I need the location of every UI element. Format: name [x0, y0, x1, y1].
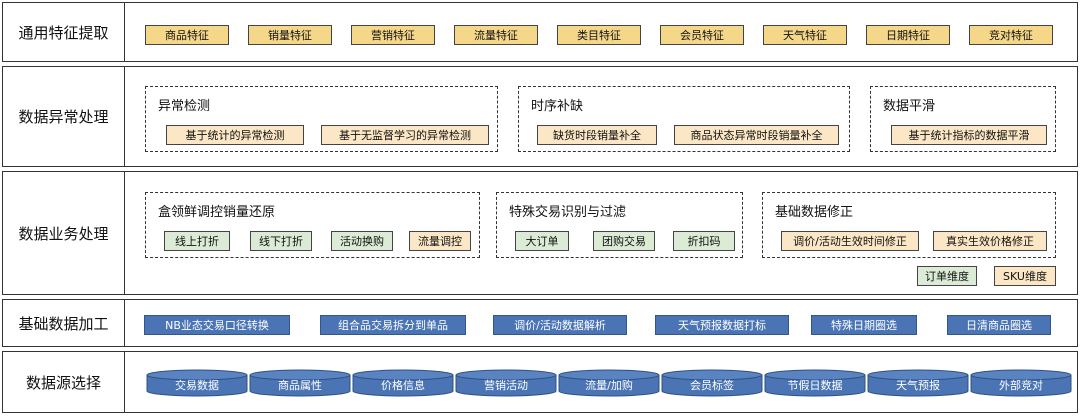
processing-chip: 特殊日期圈选 [811, 315, 917, 335]
data-source-label: 流量/加购 [585, 379, 633, 392]
layer-label: 通用特征提取 [3, 3, 125, 61]
method-chip: 缺货时段销量补全 [537, 125, 657, 145]
feature-chip: 天气特征 [763, 25, 847, 45]
feature-chip: 竞对特征 [969, 25, 1053, 45]
feature-chips: 商品特征 销量特征 营销特征 流量特征 类目特征 会员特征 天气特征 日期特征 … [125, 3, 1077, 61]
processing-chip: NB业态交易口径转换 [144, 315, 290, 335]
data-source-cylinder: 外部竞对 [970, 369, 1072, 397]
group-title: 基础数据修正 [775, 205, 854, 220]
data-source-cylinder: 节假日数据 [764, 369, 866, 397]
group-data-smoothing: 数据平滑 基于统计指标的数据平滑 [870, 86, 1056, 152]
method-chip: 商品状态异常时段销量补全 [674, 125, 839, 145]
processing-chip: 天气预报数据打标 [655, 315, 789, 335]
source-cylinders: 交易数据 商品属性 价格信息 营销活动 流量/加购 会员标签 节假日数据 天气 [125, 352, 1077, 412]
feature-chip: 日期特征 [866, 25, 950, 45]
layer-feature-extraction: 通用特征提取 商品特征 销量特征 营销特征 流量特征 类目特征 会员特征 天气特… [2, 2, 1078, 62]
group-timeseries-fill: 时序补缺 缺货时段销量补全 商品状态异常时段销量补全 [518, 86, 850, 152]
data-source-cylinder: 营销活动 [455, 369, 557, 397]
group-title: 时序补缺 [531, 99, 584, 114]
method-chip: 基于统计的异常检测 [166, 125, 304, 145]
group-sales-restore: 盒领鲜调控销量还原 线上打折 线下打折 活动换购 流量调控 [145, 192, 480, 258]
data-source-cylinder: 流量/加购 [558, 369, 660, 397]
data-source-cylinder: 交易数据 [146, 369, 248, 397]
data-source-label: 商品属性 [278, 379, 322, 392]
method-chip: 真实生效价格修正 [933, 231, 1047, 251]
feature-chip: 商品特征 [145, 25, 229, 45]
group-special-trade-filter: 特殊交易识别与过滤 大订单 团购交易 折扣码 [496, 192, 743, 258]
method-chip: 基于统计指标的数据平滑 [891, 125, 1047, 145]
feature-chip: 类目特征 [557, 25, 641, 45]
layer-anomaly-handling: 数据异常处理 异常检测 基于统计的异常检测 基于无监督学习的异常检测 时序补缺 … [2, 66, 1078, 167]
data-source-label: 营销活动 [484, 379, 528, 392]
group-base-data-fix: 基础数据修正 调价/活动生效时间修正 真实生效价格修正 [762, 192, 1056, 258]
data-source-cylinder: 会员标签 [661, 369, 763, 397]
feature-chip: 会员特征 [660, 25, 744, 45]
method-chip: 活动换购 [331, 231, 393, 251]
group-title: 特殊交易识别与过滤 [509, 205, 627, 220]
data-source-label: 外部竞对 [999, 379, 1043, 392]
method-chip: 调价/活动生效时间修正 [781, 231, 919, 251]
processing-chip: 调价/活动数据解析 [493, 315, 627, 335]
data-source-cylinder: 价格信息 [352, 369, 454, 397]
layer-business-processing: 数据业务处理 盒领鲜调控销量还原 线上打折 线下打折 活动换购 流量调控 特殊交… [2, 171, 1078, 295]
layer-label: 基础数据加工 [3, 300, 125, 346]
method-chip: 团购交易 [593, 231, 655, 251]
data-source-label: 会员标签 [690, 379, 734, 392]
method-chip: 线下打折 [250, 231, 312, 251]
feature-chip: 营销特征 [351, 25, 435, 45]
processing-chip: 日清商品圈选 [947, 315, 1051, 335]
group-title: 盒领鲜调控销量还原 [158, 205, 276, 220]
layer-label: 数据源选择 [3, 352, 125, 412]
layer-base-processing: 基础数据加工 NB业态交易口径转换 组合品交易拆分到单品 调价/活动数据解析 天… [2, 299, 1078, 347]
layer-label: 数据异常处理 [3, 67, 125, 166]
group-title: 数据平滑 [883, 99, 936, 114]
method-chip: 线上打折 [164, 231, 230, 251]
layer-label: 数据业务处理 [3, 172, 125, 294]
method-chip: 基于无监督学习的异常检测 [321, 125, 489, 145]
legend-sku-dimension: SKU维度 [994, 266, 1056, 286]
data-source-label: 交易数据 [175, 379, 219, 392]
processing-chip: 组合品交易拆分到单品 [320, 315, 466, 335]
method-chip: 折扣码 [673, 231, 735, 251]
data-source-label: 节假日数据 [787, 379, 843, 392]
feature-chip: 流量特征 [454, 25, 538, 45]
feature-chip: 销量特征 [248, 25, 332, 45]
data-source-cylinder: 商品属性 [249, 369, 351, 397]
data-source-label: 价格信息 [381, 379, 425, 392]
data-source-label: 天气预报 [896, 379, 940, 392]
legend-order-dimension: 订单维度 [917, 266, 977, 286]
method-chip: 流量调控 [409, 231, 471, 251]
data-source-cylinder: 天气预报 [867, 369, 969, 397]
group-title: 异常检测 [158, 99, 211, 114]
group-anomaly-detection: 异常检测 基于统计的异常检测 基于无监督学习的异常检测 [145, 86, 498, 152]
method-chip: 大订单 [515, 231, 569, 251]
layer-data-source: 数据源选择 交易数据 商品属性 价格信息 营销活动 流量/加购 会员标签 节假日… [2, 351, 1078, 413]
